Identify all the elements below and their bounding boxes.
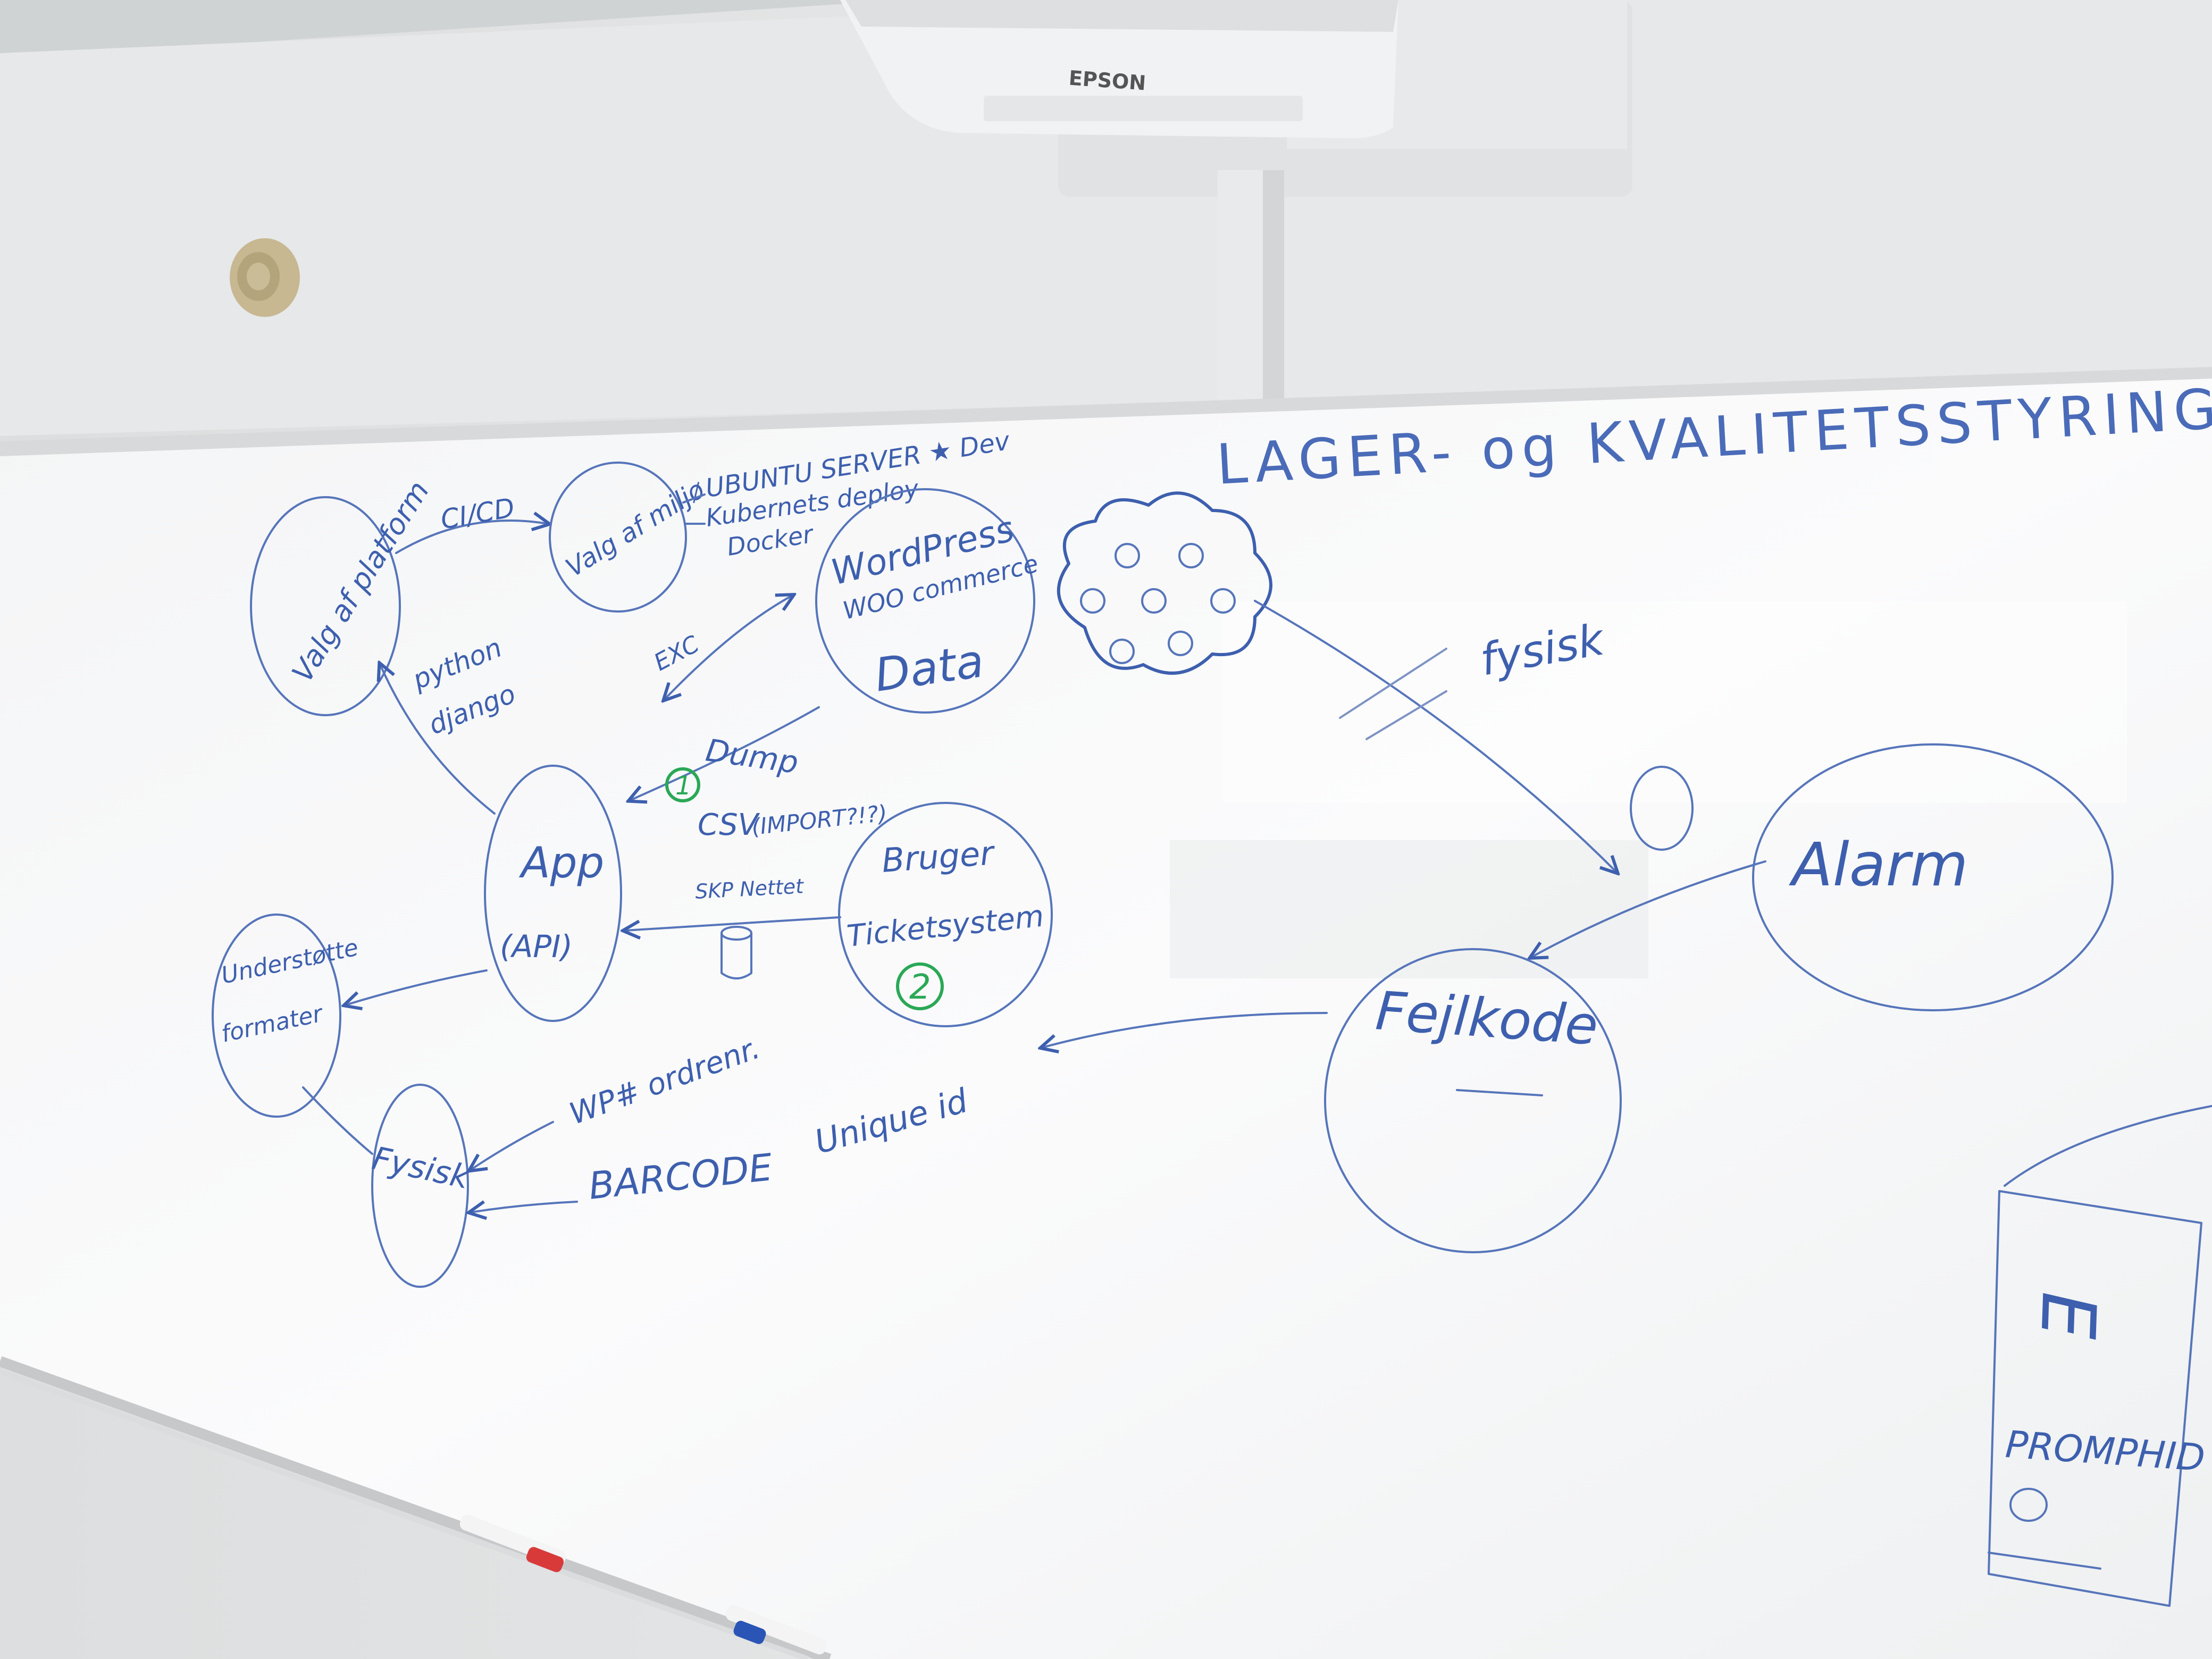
node-fysisk-left bbox=[371, 1084, 469, 1288]
node-milieu bbox=[549, 462, 687, 613]
node-fejlkode bbox=[1324, 948, 1622, 1253]
node-alarm bbox=[1752, 743, 2114, 1011]
arrow-formater-to-fysisk bbox=[302, 1086, 373, 1155]
wall-button-icon[interactable] bbox=[230, 238, 300, 317]
node-ticketsystem bbox=[838, 802, 1053, 1027]
node-app-label: App bbox=[518, 838, 604, 887]
badge-1-label: 1 bbox=[675, 771, 692, 801]
node-api-label: (API) bbox=[500, 928, 573, 965]
projector: EPSON bbox=[840, 0, 1632, 197]
database-icon bbox=[720, 926, 752, 979]
arrow-cloud-to-fejlkode bbox=[1254, 600, 1616, 872]
node-app bbox=[484, 765, 622, 1022]
note-csv: CSV bbox=[698, 808, 760, 842]
note-skp-nettet: SKP Nettet bbox=[694, 874, 805, 903]
arrow-app-to-formater bbox=[346, 969, 488, 1005]
marker-red-icon[interactable] bbox=[458, 1513, 568, 1573]
badge-2-label: 2 bbox=[909, 968, 931, 1007]
strike-mark-2 bbox=[1365, 690, 1447, 740]
node-platform bbox=[250, 496, 401, 716]
arrow-platform-to-milieu bbox=[395, 521, 548, 554]
arrow-ticket-to-app bbox=[625, 916, 841, 931]
whiteboard bbox=[0, 367, 2212, 1659]
badge-1 bbox=[665, 767, 700, 802]
arrow-fejlkode-to-unique bbox=[1042, 1012, 1328, 1048]
small-circle bbox=[1630, 766, 1694, 851]
arrow-alarm-to-fejlkode bbox=[1531, 860, 1766, 957]
node-alarm-label: Alarm bbox=[1789, 831, 1968, 900]
badge-2 bbox=[896, 962, 944, 1010]
cloud-icon bbox=[1057, 491, 1272, 675]
node-fejlkode-label: Fejlkode bbox=[1373, 979, 1600, 1057]
arrow-app-to-platform bbox=[380, 665, 496, 815]
upper-panel bbox=[0, 0, 2212, 436]
node-data bbox=[815, 488, 1035, 714]
note-line-ubuntu bbox=[682, 493, 706, 504]
strike-mark-1 bbox=[1339, 648, 1447, 719]
marker-blue-icon[interactable] bbox=[724, 1603, 828, 1656]
right-box-letter: E bbox=[2023, 1291, 2112, 1341]
fejlkode-dash bbox=[1456, 1089, 1543, 1096]
projector-brand: EPSON bbox=[1068, 66, 1147, 95]
arrow-exc bbox=[665, 596, 792, 699]
arrow-barcode-to-fysisk bbox=[471, 1202, 578, 1212]
arrow-wp-to-fysisk bbox=[471, 1121, 554, 1170]
node-formater bbox=[212, 914, 341, 1118]
node-bruger-label: Bruger bbox=[881, 833, 996, 880]
arrow-data-to-app bbox=[630, 706, 820, 800]
projector-mount bbox=[1218, 170, 1284, 399]
